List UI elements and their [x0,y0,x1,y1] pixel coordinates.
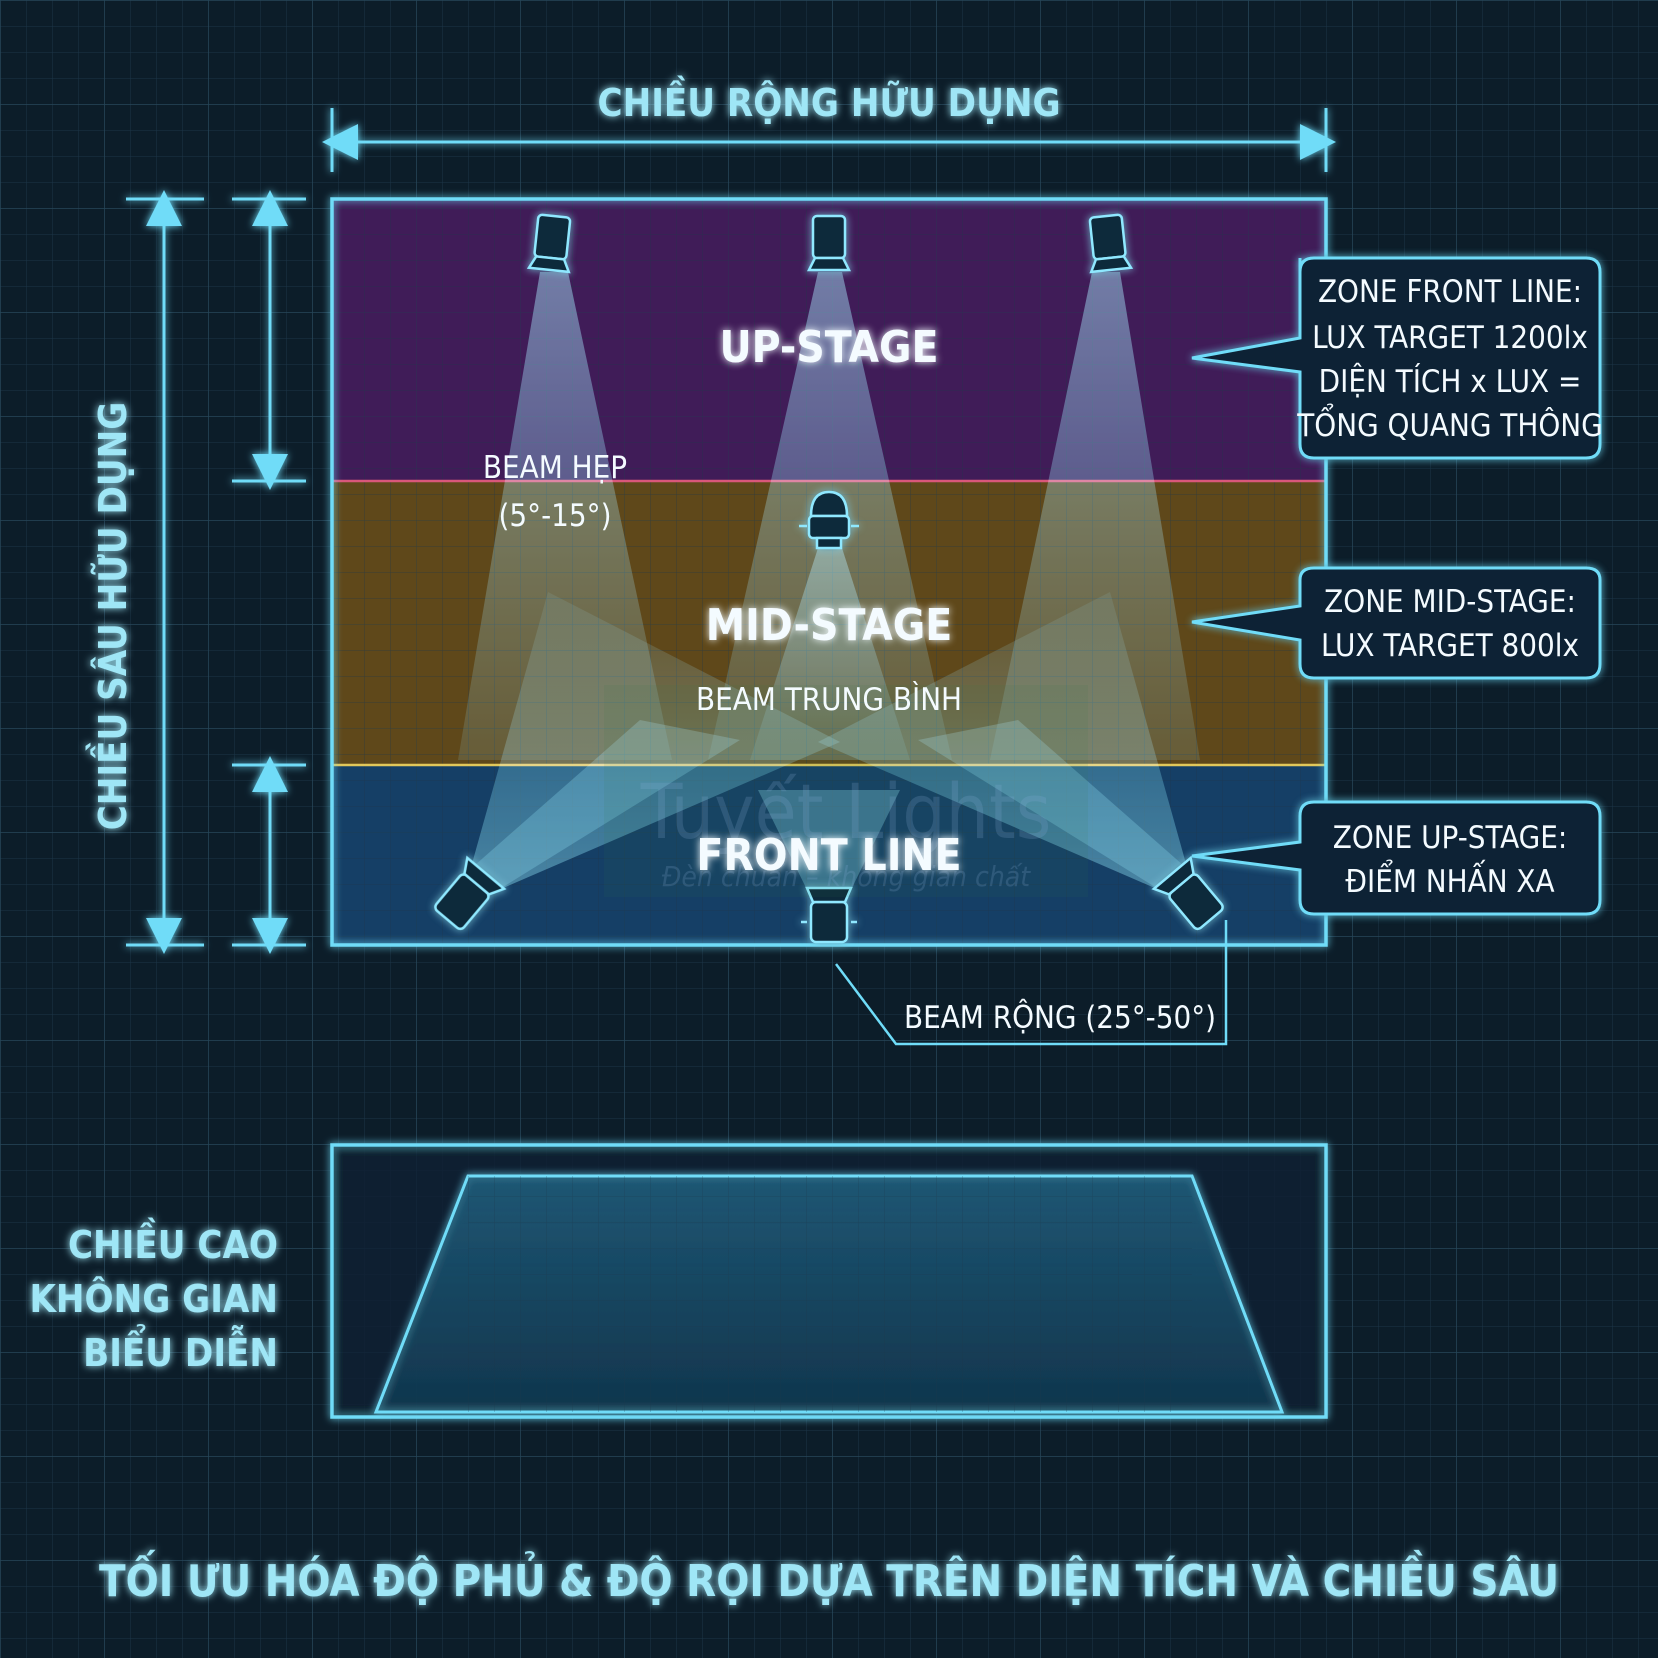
wash-light-icon [1151,855,1224,931]
depth-dimension-arrows [126,190,306,954]
callout-mid-stage-lux: LUX TARGET 800lx [1321,628,1579,664]
beam-front-center [758,790,900,900]
callout-front-line-formula: DIỆN TÍCH x LUX = [1319,364,1582,400]
watermark-tagline: Đèn chuẩn – không gian chất [662,860,1031,893]
zone-label-front-line: FRONT LINE [696,830,961,881]
zone-label-mid-stage: MID-STAGE [706,600,953,651]
callout-front-line-title: ZONE FRONT LINE: [1318,274,1582,310]
callout-mid-stage-title: ZONE MID-STAGE: [1324,584,1576,620]
callout-front-line-result: TỔNG QUANG THÔNG [1296,403,1603,444]
wash-light-icon [801,886,857,944]
watermark-brand: Tuyết Lights [640,767,1052,856]
callout-front-line-lux: LUX TARGET 1200lx [1312,320,1588,356]
beam-wide-right-lower [918,720,1200,900]
spotlight-icon [526,213,572,274]
callout-front-line [1191,256,1602,460]
depth-label: CHIỀU SÂU HỮU DỤNG [86,402,135,831]
callout-up-stage-note: ĐIỂM NHẤN XA [1345,859,1554,900]
width-dimension-arrow [322,108,1336,172]
footer-title: TỐI ƯU HÓA ĐỘ PHỦ & ĐỘ RỌI DỰA TRÊN DIỆN… [99,1549,1559,1607]
beam-medium-label: BEAM TRUNG BÌNH [696,682,962,718]
width-label: CHIỀU RỘNG HỮU DỤNG [598,76,1061,125]
spotlight-icon [1088,213,1134,274]
beam-wide-leader [835,920,1228,1046]
beam-medium-center [750,548,910,760]
moving-head-icon [799,490,859,550]
callout-mid-stage [1191,566,1602,680]
beam-narrow-label: BEAM HẸP [483,450,627,486]
beam-narrow-angle: (5°-15°) [499,498,612,534]
callout-up-stage-title: ZONE UP-STAGE: [1333,820,1568,856]
fixtures [434,213,1224,944]
height-label-line2: KHÔNG GIAN [29,1277,278,1321]
beam-wide-label: BEAM RỘNG (25°-50°) [904,999,1216,1036]
zone-label-up-stage: UP-STAGE [719,322,938,373]
height-label-line1: CHIỀU CAO [68,1218,278,1267]
beam-wide-left-lower [458,720,740,900]
callout-up-stage [1191,800,1602,916]
height-label-line3: BIỂU DIỄN [83,1325,278,1375]
watermark: Tuyết Lights Đèn chuẩn – không gian chất [604,685,1088,897]
wash-light-icon [434,855,507,931]
spotlight-icon [806,214,852,272]
